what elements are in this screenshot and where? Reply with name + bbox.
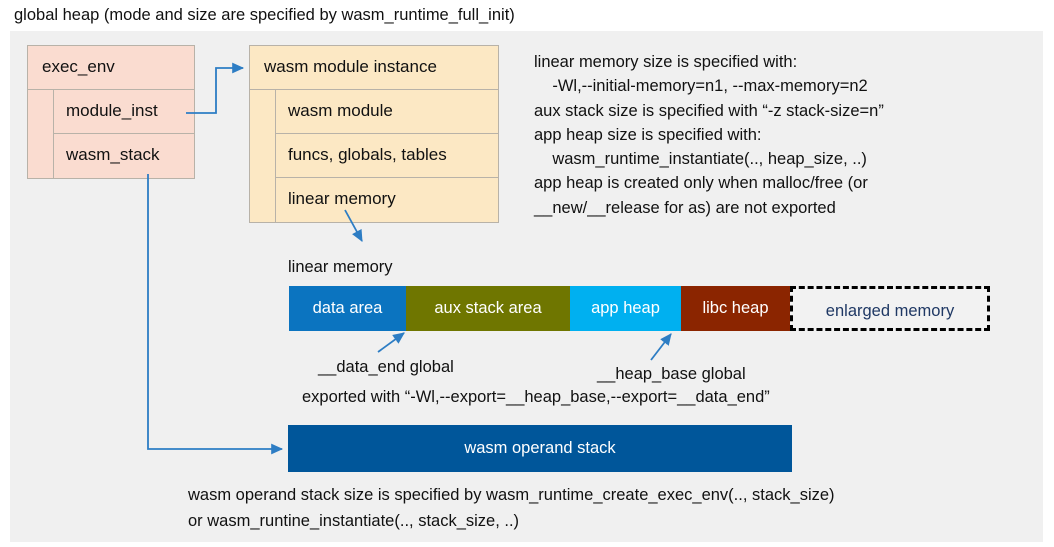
exec-env-box: exec_env module_inst wasm_stack (27, 45, 195, 179)
field-linear-memory: linear memory (288, 189, 396, 208)
exec-env-body: module_inst wasm_stack (28, 90, 194, 178)
exec-env-header: exec_env (28, 46, 194, 90)
wasm-module-instance-header: wasm module instance (250, 46, 498, 90)
linear-memory-note: linear memory size is specified with: -W… (534, 53, 884, 217)
wasm-module-instance-fields: wasm module funcs, globals, tables linea… (276, 90, 498, 222)
wasm-operand-stack-box: wasm operand stack (288, 425, 792, 472)
memory-segment-data-area: data area (289, 286, 406, 331)
exec-env-gutter (28, 90, 54, 178)
heap-base-pointer-label: __heap_base global (597, 365, 746, 383)
operand-stack-note: wasm operand stack size is specified by … (188, 486, 835, 530)
exec-env-field-module-inst: module_inst (54, 90, 194, 134)
exec-env-fields: module_inst wasm_stack (54, 90, 194, 178)
wasm-module-instance-gutter (250, 90, 276, 222)
data-end-pointer-label: __data_end global (318, 358, 454, 376)
memory-segment-app-heap: app heap (570, 286, 681, 331)
exported-with-label: exported with “-Wl,--export=__heap_base,… (302, 388, 770, 406)
memory-segment-aux-stack-area: aux stack area (406, 286, 570, 331)
linear-memory-caption: linear memory (288, 258, 393, 276)
wasm-module-instance-body: wasm module funcs, globals, tables linea… (250, 90, 498, 222)
exec-env-field-wasm-stack: wasm_stack (66, 145, 160, 164)
memory-segment-enlarged-memory: enlarged memory (790, 286, 990, 331)
wasm-module-instance-box: wasm module instance wasm module funcs, … (249, 45, 499, 223)
memory-segment-libc-heap: libc heap (681, 286, 790, 331)
page-title: global heap (mode and size are specified… (14, 6, 515, 24)
field-wasm-module: wasm module (276, 90, 498, 134)
field-funcs-globals-tables: funcs, globals, tables (276, 134, 498, 178)
